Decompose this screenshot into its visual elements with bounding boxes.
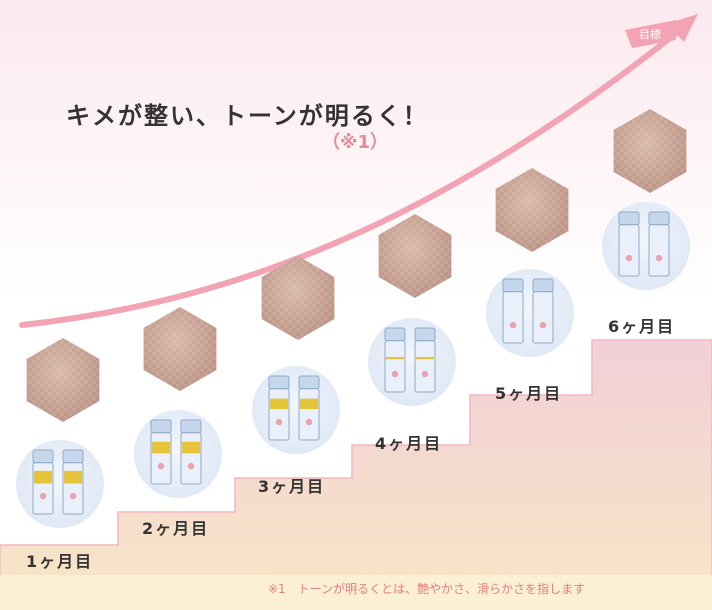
bottle-circle-5 [486,269,574,357]
staircase-shape [0,339,712,610]
month-label-1: 1ヶ月目 [26,552,94,571]
month-label-4: 4ヶ月目 [375,434,443,453]
serum-bottle-2-left [150,419,172,485]
goal-tag: 目標 [639,28,661,41]
growth-arrow-head [666,14,698,42]
serum-bottle-3-left [268,375,290,441]
bottle-circle-2 [134,410,222,498]
serum-bottle-5-left [502,278,524,344]
serum-bottle-1-right [62,449,84,515]
serum-bottle-6-left [618,211,640,277]
month-label-3: 3ヶ月目 [258,477,326,496]
month-label-6: 6ヶ月目 [608,317,676,336]
serum-bottle-3-right [298,375,320,441]
footnote-band [0,575,712,610]
headline-footnote-ref: （※1） [322,132,389,153]
month-steps [16,109,690,528]
serum-bottle-1-left [32,449,54,515]
month-label-2: 2ヶ月目 [142,519,210,538]
month-label-5: 5ヶ月目 [495,384,563,403]
goal-tag-shape [625,20,676,48]
serum-bottle-6-right [648,211,670,277]
footnote: ※1 トーンが明るくとは、艶やかさ、滑らかさを指します [268,582,586,596]
bottle-circle-3 [252,366,340,454]
top-background [0,0,712,300]
bottle-circle-6 [602,202,690,290]
headline: キメが整い、トーンが明るく！ [66,102,429,130]
serum-bottle-4-left [384,327,406,393]
bottle-circle-4 [368,318,456,406]
growth-arrow [19,19,693,328]
serum-bottle-2-right [180,419,202,485]
serum-bottle-4-right [414,327,436,393]
serum-bottle-5-right [532,278,554,344]
bottle-circle-1 [16,440,104,528]
